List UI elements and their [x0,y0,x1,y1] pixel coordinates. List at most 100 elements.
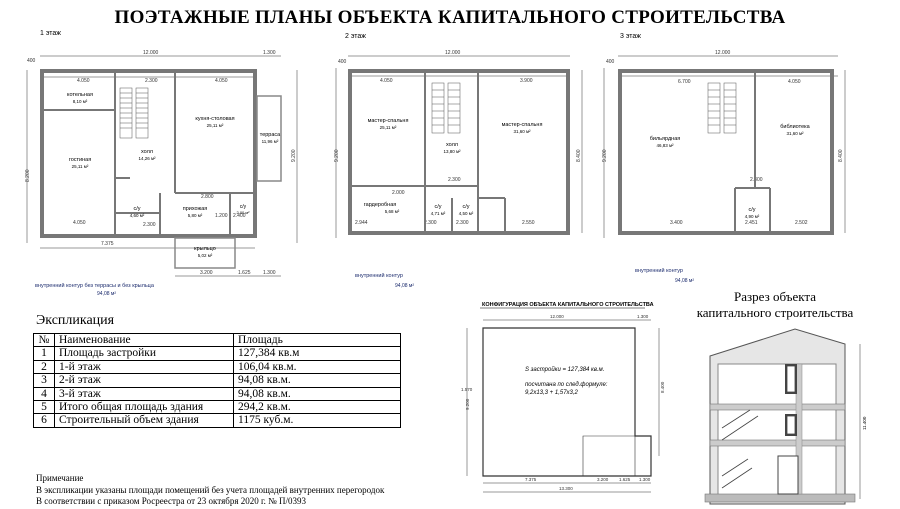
dim-label: 3.900 [520,78,533,84]
dim-label: 9.200 [334,149,340,162]
room-area: 31,60 м² [786,131,804,136]
floor-caption-area: 94,08 м² [97,291,116,297]
room-area: 2,00 м² [237,210,251,215]
dim-label: 7.375 [525,477,537,482]
dim-label: 400 [338,59,347,65]
dim-label: 13.300 [559,486,573,491]
room-area: 11,96 м² [262,139,279,144]
dim-label: 400 [606,59,615,65]
row-name: Строительный объем здания [54,413,234,428]
dim-label: 12.000 [143,50,159,56]
row-value: 294,2 кв.м. [233,400,401,415]
dim-label: 4.050 [380,78,393,84]
section-title: Разрез объекта капитального строительств… [690,289,860,321]
config-title: КОНФИГУРАЦИЯ ОБЪЕКТА КАПИТАЛЬНОГО СТРОИТ… [482,302,654,308]
dim-label: 4.050 [215,78,228,84]
room-area: 4,50 м² [459,211,474,216]
floor-caption: внутренний контур без террасы и без крыл… [35,282,155,289]
room-area: 5,02 м² [198,253,213,258]
room-name: прихожая [183,206,208,212]
room-name: кухня-столовая [195,116,234,122]
dim-label: 2.300 [145,78,158,84]
dim-label: 9.200 [602,149,608,162]
note-heading: Примечание [36,473,84,483]
dim-label: 2.502 [795,220,808,226]
dim-label: 8.200 [25,169,31,182]
floor-plan-1: 1 этаж 12.000 1.300 400 4.050 2.300 4.05… [25,30,298,297]
table-header-row: № Наименование Площадь [33,332,401,348]
section-title-line: капитального строительства [696,305,854,320]
room-name: с/у [748,207,755,213]
room-name: бильярдная [650,136,681,142]
dim-label: 2.550 [522,220,535,226]
dim-label: 400 [27,58,36,64]
dim-label: 2.944 [355,220,368,226]
room-area: 8,10 м² [73,99,88,104]
room-area: 4,71 м² [431,211,446,216]
dim-label: 6.700 [678,79,691,85]
dim-label: 11.400 [862,416,867,430]
room-name: с/у [240,204,247,210]
dim-label: 4.050 [77,78,90,84]
room-area: 31,60 м² [513,129,531,134]
dim-label: 2.300 [448,177,461,183]
table-header: Наименование [54,332,234,348]
dim-label: 4.050 [73,220,86,226]
dim-label: 2.800 [201,194,214,200]
dim-label: 2.000 [392,190,405,196]
room-name: с/у [434,204,441,210]
configuration-drawing: КОНФИГУРАЦИЯ ОБЪЕКТА КАПИТАЛЬНОГО СТРОИТ… [461,302,665,493]
note-line: В экспликации указаны площади помещений … [36,484,385,495]
row-number: 5 [33,400,55,415]
row-value: 94,08 кв.м. [233,373,401,388]
room-area: 25,11 м² [72,164,89,169]
room-name: с/у [133,206,140,212]
dim-label: 8.400 [838,149,844,162]
floor-plan-2: 2 этаж 12.000 400 4.050 3.900 9.200 8.40… [334,33,583,289]
row-name: 1-й этаж [54,359,234,375]
floor-label: 3 этаж [620,33,641,40]
room-area: 5,80 м² [188,213,203,218]
floor-label: 2 этаж [345,33,366,40]
room-name: холл [141,149,153,155]
row-name: 2-й этаж [54,373,234,388]
dim-label: 4.050 [788,79,801,85]
dim-label: 3.400 [670,220,683,226]
dim-label: 12.000 [445,50,461,56]
row-value: 127,384 кв.м [233,346,401,361]
dim-label: 3.200 [200,270,213,276]
room-area: 4,90 м² [745,214,760,219]
formula-line: 9,2х13,3 + 1,57х3,2 [525,390,579,396]
table-row: 1 Площадь застройки 127,384 кв.м [33,346,401,361]
floor-caption-area: 94,08 м² [395,283,414,289]
dim-label: 2.300 [424,220,437,226]
row-number: 3 [33,373,55,388]
row-name: Итого общая площадь здания [54,400,234,415]
row-value: 1175 куб.м. [233,413,401,428]
dim-label: 2.300 [750,177,763,183]
table-header: Площадь [233,332,401,348]
floor-caption: внутренний контур [355,272,403,279]
table-row: 6 Строительный объем здания 1175 куб.м. [33,413,401,428]
formula-line: посчитана по след.формуле: [525,382,608,388]
room-area: 25,11 м² [380,125,397,130]
dim-label: 2.400 [233,213,246,219]
section-drawing: 11.400 [704,328,867,505]
table-row: 2 1-й этаж 106,04 кв.м. [33,359,401,375]
room-name: крыльцо [194,246,216,252]
dim-label: 8.400 [660,381,665,393]
room-name: мастер-спальня [502,122,543,128]
row-number: 4 [33,386,55,402]
dim-label: 12.000 [715,50,731,56]
floor-label: 1 этаж [40,30,61,37]
floor-caption: внутренний контур [635,267,683,274]
dim-label: 1.300 [639,477,651,482]
table-row: 3 2-й этаж 94,08 кв.м. [33,373,401,388]
notes: Примечание В экспликации указаны площади… [36,473,384,508]
dim-label: 2.300 [456,220,469,226]
dim-label: 1.300 [263,270,276,276]
dim-label: 1.570 [461,387,473,392]
dim-label: 9.200 [291,149,297,162]
formula-line: S застройки = 127,384 кв.м. [525,366,604,373]
room-name: гардеробная [364,202,397,208]
